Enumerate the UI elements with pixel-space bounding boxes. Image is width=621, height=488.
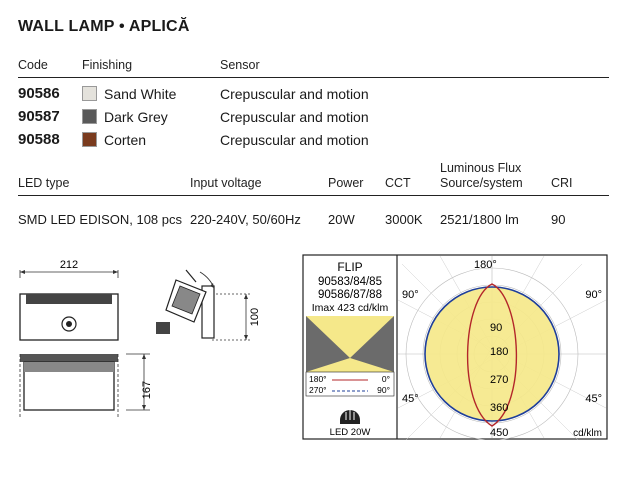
spec-header-power: Power — [328, 176, 364, 190]
product-finishing: Corten — [104, 132, 147, 148]
spec-rule — [18, 195, 609, 196]
spec-header-cct: CCT — [385, 176, 411, 190]
spec-header-flux-line1: Luminous Flux — [440, 161, 522, 175]
luminaire-name: FLIP — [337, 260, 362, 274]
product-code: 90588 — [18, 131, 60, 148]
height-dimension-label: 100 — [249, 308, 261, 326]
imax-value: Imax 423 cd/klm — [312, 302, 389, 314]
intensity-unit-label: cd/klm — [573, 428, 602, 439]
angle-label-left-lower: 45° — [402, 393, 419, 405]
spec-input-voltage: 220-240V, 50/60Hz — [190, 212, 301, 227]
front-view-drawing: 212 — [19, 259, 119, 341]
angle-label-right-lower: 45° — [585, 393, 602, 405]
product-sensor: Crepuscular and motion — [220, 86, 369, 102]
led-power-label: LED 20W — [330, 427, 371, 438]
technical-drawing: 212 100 167 — [19, 259, 261, 418]
product-sensor: Crepuscular and motion — [220, 109, 369, 125]
legend-plane-a-right: 0° — [382, 374, 390, 384]
luminaire-codes-line1: 90583/84/85 — [318, 276, 382, 288]
radial-label: 180 — [490, 346, 508, 358]
spec-flux: 2521/1800 lm — [440, 212, 519, 227]
product-finishing: Sand White — [104, 86, 177, 102]
header-sensor: Sensor — [220, 58, 260, 72]
photometric-info-panel: FLIP 90583/84/85 90586/87/88 Imax 423 cd… — [305, 260, 395, 438]
radial-label: 270 — [490, 374, 508, 386]
width-dimension-label: 212 — [60, 259, 78, 271]
spec-led-type: SMD LED EDISON, 108 pcs — [18, 212, 182, 227]
legend-plane-b-right: 90° — [377, 385, 390, 395]
photometric-curves — [424, 283, 560, 427]
spec-header-led-type: LED type — [18, 176, 70, 190]
spec-cri: 90 — [551, 212, 566, 227]
radial-label: 90 — [490, 322, 502, 334]
spec-cct: 3000K — [385, 212, 423, 227]
spec-power: 20W — [328, 212, 355, 227]
header-code: Code — [18, 58, 48, 72]
top-view-drawing: 167 — [19, 353, 153, 418]
curve-c0-c180 — [424, 286, 560, 422]
spec-header-input-voltage: Input voltage — [190, 176, 262, 190]
angle-label-top: 180° — [474, 259, 497, 271]
finish-swatch-sand-white — [82, 86, 97, 101]
radial-label: 360 — [490, 402, 508, 414]
angle-label-right-upper: 90° — [585, 289, 602, 301]
curve-c90-c270 — [466, 283, 518, 427]
legend-plane-b-left: 270° — [309, 385, 327, 395]
finish-swatch-dark-grey — [82, 109, 97, 124]
page-title: WALL LAMP • APLICĂ — [18, 18, 190, 35]
product-code: 90587 — [18, 108, 60, 125]
angle-label-left-upper: 90° — [402, 289, 419, 301]
spec-header-flux-line2: Source/system — [440, 176, 523, 190]
finish-swatch-corten — [82, 132, 97, 147]
legend-plane-a-left: 180° — [309, 374, 327, 384]
depth-dimension-label: 167 — [141, 381, 153, 399]
luminaire-codes-line2: 90586/87/88 — [318, 289, 382, 301]
header-finishing: Finishing — [82, 58, 133, 72]
photometric-diagram: FLIP 90583/84/85 90586/87/88 Imax 423 cd… — [302, 254, 608, 440]
header-rule — [18, 77, 609, 78]
led-lamp-icon — [340, 410, 360, 424]
product-code: 90586 — [18, 85, 60, 102]
product-sensor: Crepuscular and motion — [220, 132, 369, 148]
spec-header-cri: CRI — [551, 176, 573, 190]
product-finishing: Dark Grey — [104, 109, 168, 125]
side-view-drawing: 100 — [156, 269, 261, 341]
radial-label: 450 — [490, 427, 508, 439]
